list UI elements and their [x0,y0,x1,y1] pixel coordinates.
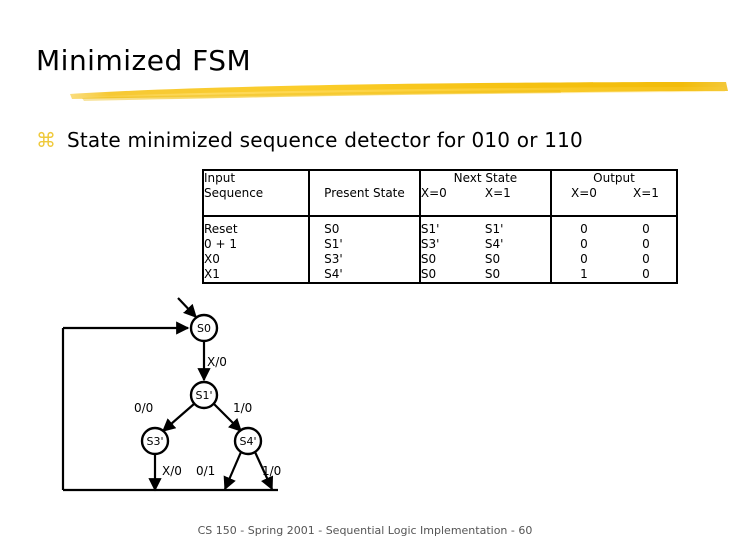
cell-next-x0: S0 [420,267,437,281]
cell-out-x0: 0 [580,237,588,251]
cell-next-x1: S0 [484,267,501,281]
edge-s1prime-to-s3prime [162,403,195,432]
state-label-s3prime: S3' [146,435,163,448]
cell-out-x0: 1 [580,267,588,281]
bullet-list-item: ⌘ State minimized sequence detector for … [36,128,583,152]
edge-label-s4-zero: 0/1 [196,464,215,478]
reset-arrow [177,297,197,318]
cell-next-x1: S4' [484,237,504,251]
state-label-s1prime: S1' [195,389,212,402]
state-node-s4prime[interactable] [233,426,263,456]
header-out-x1: X=1 [633,186,659,200]
cell-next-state-column: S1' S1' S3' S4' S0 S0 S0 S0 [418,216,551,283]
state-node-s0[interactable] [189,313,219,343]
state-transition-diagram: S0 S1' S3' S4' X/0 0/0 1/0 X/0 0/1 1/0 [61,297,281,492]
edge-label-s4-one: 1/0 [262,464,281,478]
bullet-item-label: State minimized sequence detector for 01… [67,128,583,152]
cell-out-x0: 0 [580,222,588,236]
cell-next-x1: S1' [484,222,504,236]
cell-next-x0: S1' [420,222,440,236]
header-out-x0: X=0 [571,186,597,200]
header-next-state: Next State X=0 X=1 [418,170,551,217]
cell-out-x1: 0 [642,267,650,281]
header-output: Output X=0 X=1 [549,170,677,217]
wingdings-loop-bullet-icon: ⌘ [36,128,56,152]
edge-s4prime-zero-to-reset [223,451,243,491]
edge-label-s0-to-s1: X/0 [207,355,227,369]
edge-s1prime-to-s4prime [213,403,242,432]
cell-next-x0: S0 [420,252,437,266]
cell-out-x0: 0 [580,252,588,266]
cell-out-x1: 0 [642,252,650,266]
edge-label-s1-to-s4: 1/0 [233,401,252,415]
cell-input-sequence-column: Reset 0 + 1 X0 X1 [204,222,238,281]
cell-out-x1: 0 [642,237,650,251]
cell-next-x1: S0 [484,252,501,266]
header-next-x1: X=1 [484,186,511,200]
state-transition-table: Input Sequence Present State Next State … [202,169,678,284]
table-body-row: Reset 0 + 1 X0 X1 S0 S1' S3' S4' S1' S1'… [203,216,677,283]
header-next-x0: X=0 [420,186,447,200]
state-label-s0: S0 [197,322,211,335]
cell-output-column: 0 0 0 0 0 0 1 0 [549,216,677,283]
cell-out-x1: 0 [642,222,650,236]
state-node-s3prime[interactable] [140,426,170,456]
edge-label-s1-to-s3: 0/0 [134,401,153,415]
cell-next-x0: S3' [420,237,440,251]
state-node-s1prime[interactable] [189,380,219,410]
slide-footer: CS 150 - Spring 2001 - Sequential Logic … [197,524,533,537]
edge-label-s3-to-s0: X/0 [162,464,182,478]
state-label-s4prime: S4' [239,435,256,448]
header-input-sequence: Input Sequence [203,170,310,217]
edge-s4prime-one-to-reset [254,451,274,491]
cell-present-state-column: S0 S1' S3' S4' [308,216,420,283]
table-header-row: Input Sequence Present State Next State … [203,170,677,217]
header-present-state: Present State [308,170,420,217]
title-underline-brushstroke [70,82,728,101]
state-node-group [140,313,263,456]
page-title: Minimized FSM [36,44,252,77]
